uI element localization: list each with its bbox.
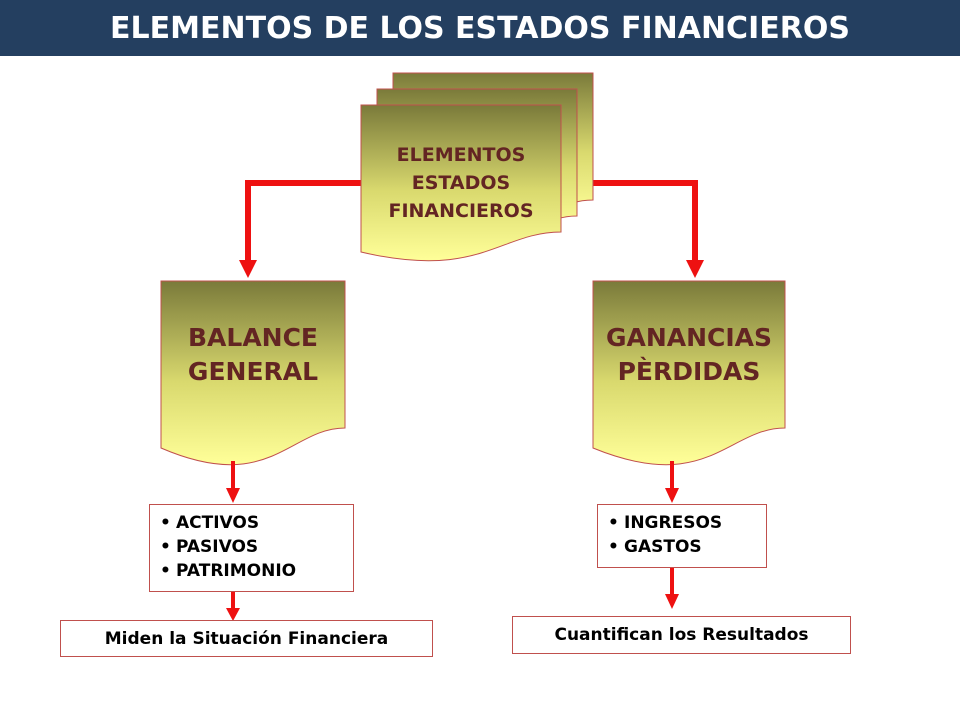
list-item: •PATRIMONIO <box>160 559 353 583</box>
bullet-icon: • <box>608 513 619 533</box>
page-title: ELEMENTOS DE LOS ESTADOS FINANCIEROS <box>110 10 850 46</box>
list-item: •INGRESOS <box>608 511 766 535</box>
bullet-icon: • <box>160 537 171 557</box>
ganancias-document-line2: PÈRDIDAS <box>618 357 761 386</box>
ganancias-document-shape <box>592 280 786 466</box>
ganancias-perdidas-document: GANANCIAS PÈRDIDAS <box>592 280 786 466</box>
right-result-box: Cuantifican los Resultados <box>512 616 851 654</box>
connector-right <box>581 180 704 278</box>
top-document-line1: ELEMENTOS <box>397 144 526 166</box>
balance-items-list: •ACTIVOS •PASIVOS •PATRIMONIO <box>149 504 354 592</box>
arrow-list-to-right-result <box>665 567 679 609</box>
arrowhead-left <box>239 260 257 278</box>
ganancias-document-line1: GANANCIAS <box>606 323 772 352</box>
list-item-label: PASIVOS <box>176 537 259 557</box>
bullet-icon: • <box>608 537 619 557</box>
balance-document-line2: GENERAL <box>188 357 318 386</box>
balance-document-line1: BALANCE <box>188 323 318 352</box>
list-item-label: ACTIVOS <box>176 513 260 533</box>
bullet-icon: • <box>160 513 171 533</box>
balance-general-document: BALANCE GENERAL <box>160 280 346 466</box>
ganancias-items-list: •INGRESOS •GASTOS <box>597 504 767 568</box>
arrowhead-right <box>686 260 704 278</box>
left-result-text: Miden la Situación Financiera <box>104 628 389 649</box>
arrow-ganancias-to-list <box>665 461 679 503</box>
list-item-label: GASTOS <box>624 537 702 557</box>
list-item-label: PATRIMONIO <box>176 561 297 581</box>
top-document-line2: ESTADOS <box>412 172 510 194</box>
list-item: •ACTIVOS <box>160 511 353 535</box>
list-item-label: INGRESOS <box>624 513 723 533</box>
balance-document-shape <box>160 280 346 466</box>
multi-document-shape: ELEMENTOS ESTADOS FINANCIEROS <box>360 72 594 262</box>
left-result-box: Miden la Situación Financiera <box>60 620 433 657</box>
list-item: •GASTOS <box>608 535 766 559</box>
arrow-balance-to-list <box>226 461 240 503</box>
document-layer-front <box>360 104 562 262</box>
bullet-icon: • <box>160 561 171 581</box>
top-document-line3: FINANCIEROS <box>388 200 533 222</box>
right-result-text: Cuantifican los Resultados <box>554 625 809 645</box>
title-bar: ELEMENTOS DE LOS ESTADOS FINANCIEROS <box>0 0 960 56</box>
list-item: •PASIVOS <box>160 535 353 559</box>
connector-left <box>239 180 362 278</box>
